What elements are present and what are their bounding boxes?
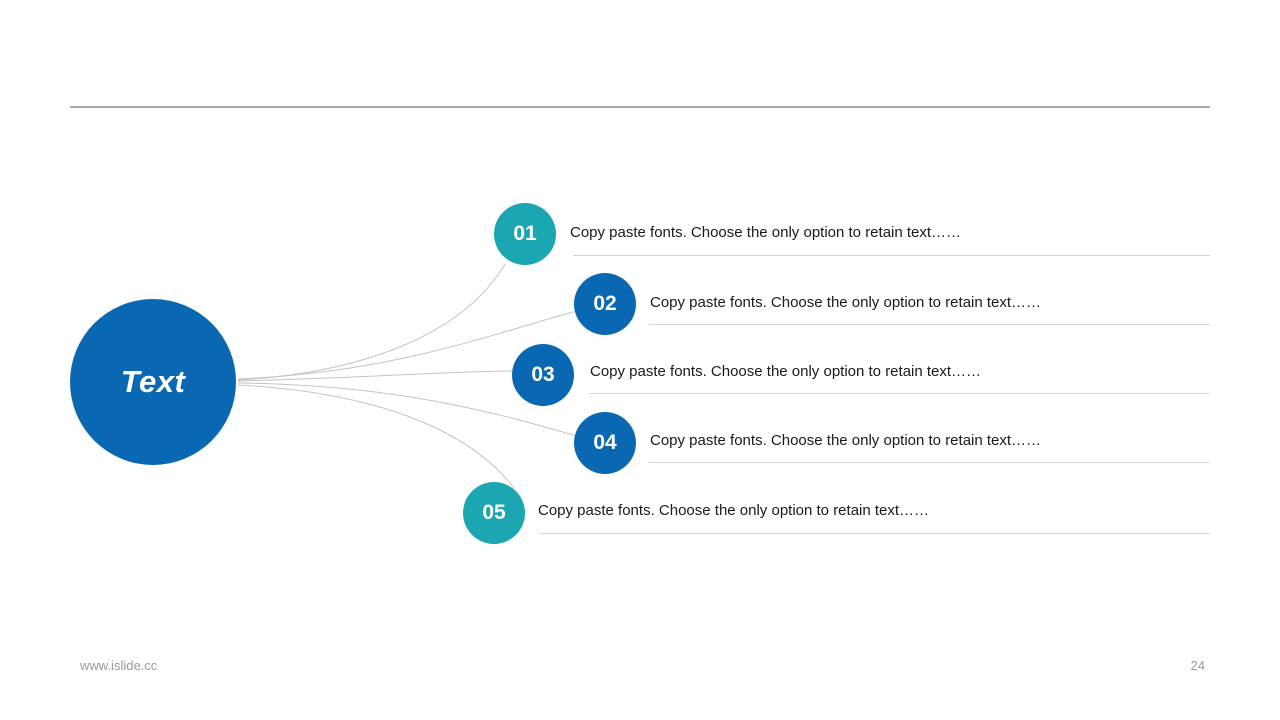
center-node[interactable]: Text [70, 299, 236, 465]
step-text-1: Copy paste fonts. Choose the only option… [570, 224, 962, 241]
step-circle-3[interactable]: 03 [512, 344, 574, 406]
step-underline-3 [589, 393, 1210, 394]
step-number: 01 [513, 222, 537, 245]
step-underline-5 [539, 533, 1210, 534]
step-circle-2[interactable]: 02 [574, 273, 636, 335]
step-underline-2 [649, 324, 1210, 325]
page-number: 24 [1190, 658, 1205, 673]
step-circle-4[interactable]: 04 [574, 412, 636, 474]
step-circle-1[interactable]: 01 [494, 203, 556, 265]
step-text-4: Copy paste fonts. Choose the only option… [650, 432, 1042, 449]
step-number: 03 [531, 363, 555, 386]
connector-to-step-4 [237, 382, 578, 437]
top-divider [70, 106, 1210, 108]
footer-website: www.islide.cc [80, 658, 158, 673]
connector-to-step-1 [237, 263, 506, 381]
step-number: 02 [593, 292, 617, 315]
connector-to-step-3 [237, 370, 515, 382]
step-text-2: Copy paste fonts. Choose the only option… [650, 294, 1042, 311]
step-underline-4 [649, 462, 1210, 463]
step-underline-1 [573, 255, 1210, 256]
step-number: 05 [482, 501, 506, 524]
step-number: 04 [593, 431, 617, 454]
step-text-3: Copy paste fonts. Choose the only option… [590, 363, 982, 380]
step-circle-5[interactable]: 05 [463, 482, 525, 544]
step-text-5: Copy paste fonts. Choose the only option… [538, 502, 930, 519]
center-node-label: Text [120, 364, 186, 399]
connector-to-step-5 [237, 384, 515, 489]
connector-to-step-2 [237, 310, 578, 380]
